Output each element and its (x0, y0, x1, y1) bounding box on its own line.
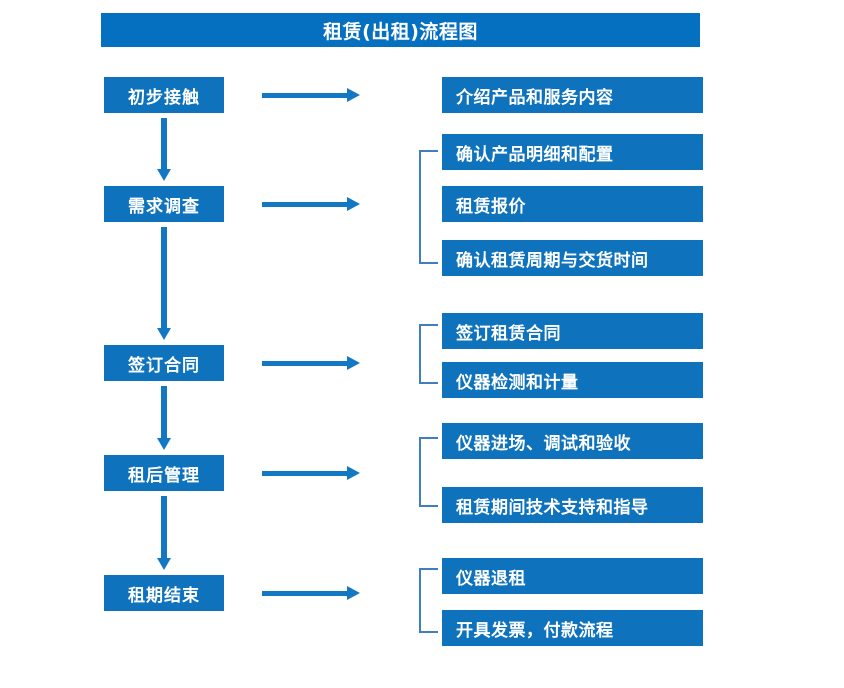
horizontal-arrow-3 (262, 356, 360, 370)
stage-box-1[interactable]: 初步接触 (104, 77, 224, 113)
detail-box-3-1[interactable]: 签订租赁合同 (442, 313, 703, 349)
detail-box-2-2[interactable]: 租赁报价 (442, 186, 703, 222)
detail-box-4-1[interactable]: 仪器进场、调试和验收 (442, 423, 703, 459)
group-bracket-2 (419, 150, 438, 264)
stage-box-2[interactable]: 需求调查 (104, 186, 224, 222)
detail-box-2-3[interactable]: 确认租赁周期与交货时间 (442, 240, 703, 276)
group-bracket-3 (419, 324, 438, 384)
vertical-arrow-4-to-5 (157, 496, 171, 570)
horizontal-arrow-1 (262, 88, 360, 102)
group-bracket-5 (419, 568, 438, 633)
vertical-arrow-2-to-3 (157, 227, 171, 340)
stage-box-4[interactable]: 租后管理 (104, 455, 224, 491)
stage-box-3[interactable]: 签订合同 (104, 345, 224, 381)
stage-box-5[interactable]: 租期结束 (104, 575, 224, 611)
group-bracket-4 (419, 437, 438, 507)
flowchart-title: 租赁(出租)流程图 (101, 13, 700, 47)
detail-box-5-2[interactable]: 开具发票，付款流程 (442, 610, 703, 646)
detail-box-2-1[interactable]: 确认产品明细和配置 (442, 134, 703, 170)
horizontal-arrow-2 (262, 197, 360, 211)
detail-box-1-1[interactable]: 介绍产品和服务内容 (442, 77, 703, 113)
horizontal-arrow-5 (262, 586, 360, 600)
vertical-arrow-3-to-4 (157, 386, 171, 450)
detail-box-3-2[interactable]: 仪器检测和计量 (442, 362, 703, 398)
detail-box-4-2[interactable]: 租赁期间技术支持和指导 (442, 487, 703, 523)
vertical-arrow-1-to-2 (157, 118, 171, 181)
detail-box-5-1[interactable]: 仪器退租 (442, 558, 703, 594)
horizontal-arrow-4 (262, 466, 360, 480)
